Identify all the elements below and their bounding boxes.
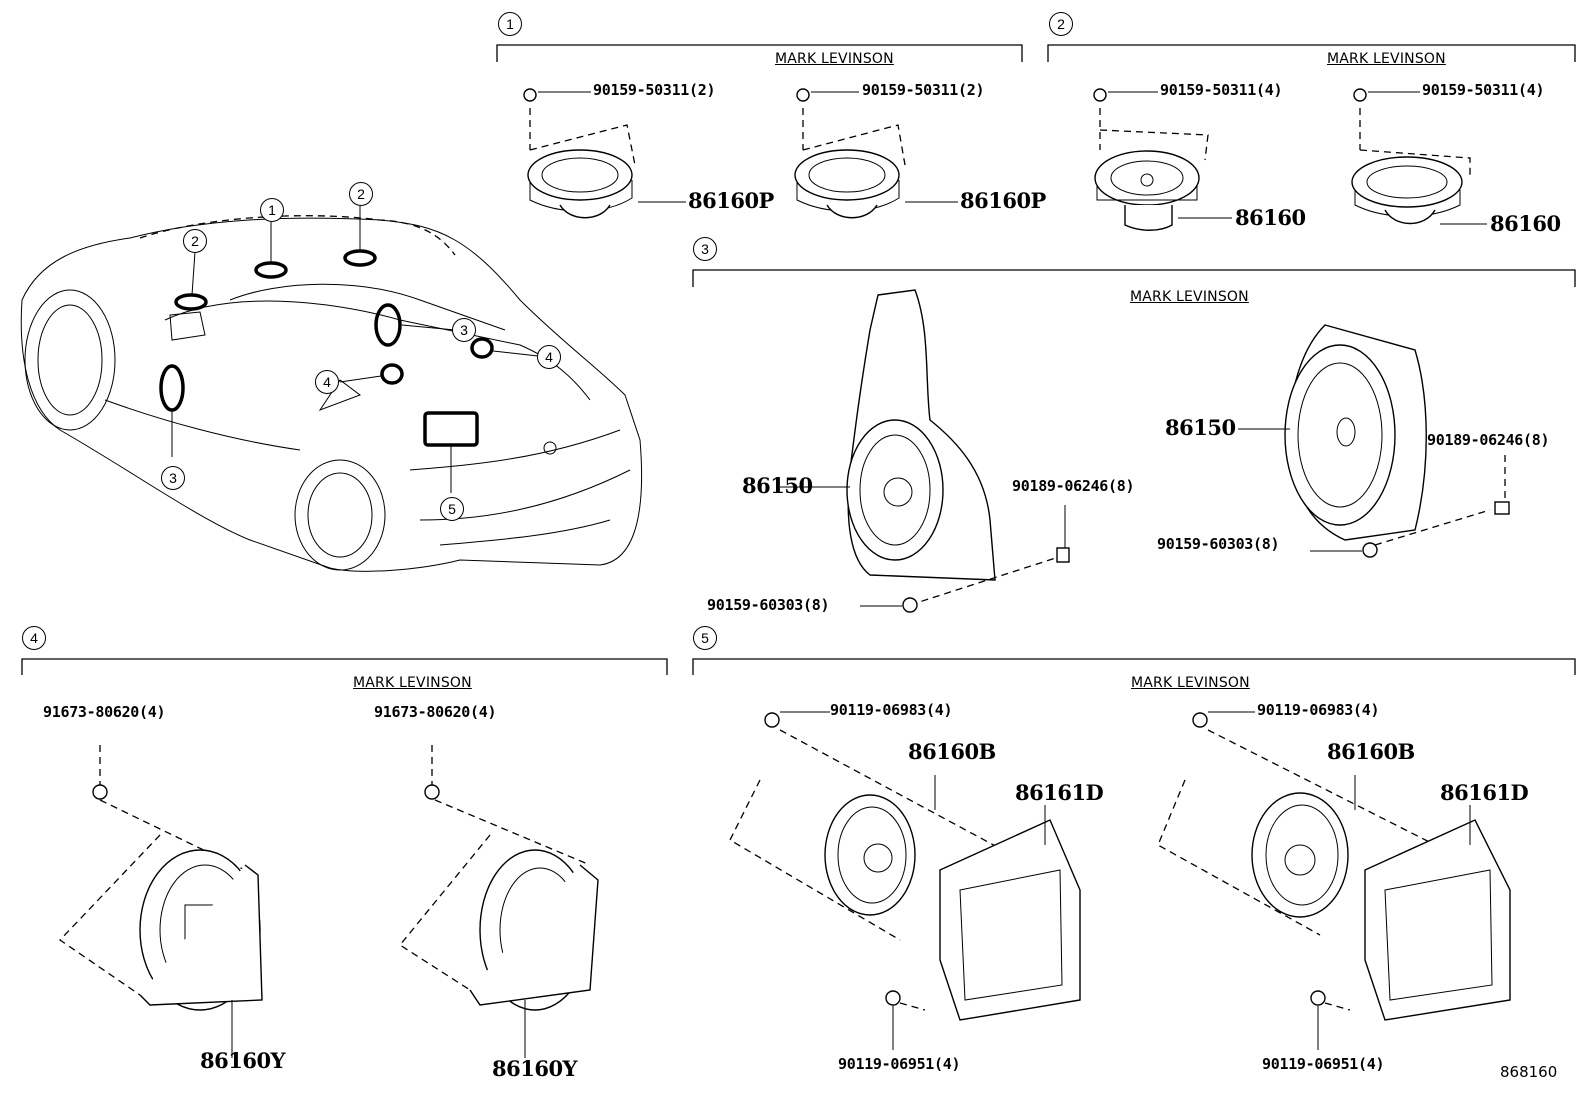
group-2-bracket (1047, 44, 1576, 62)
g5-assembly-a (729, 711, 1081, 1050)
group-5-title: MARK LEVINSON (1131, 675, 1250, 691)
group-2-title: MARK LEVINSON (1327, 51, 1446, 67)
group-4-title: MARK LEVINSON (353, 675, 472, 691)
car-callout-2a: 2 (349, 182, 373, 206)
part-label: 90119-06951(4) (1262, 1055, 1385, 1073)
part-label: 86150 (1165, 415, 1236, 440)
g2-speaker-a (1094, 108, 1232, 231)
part-label: 90159-50311(2) (862, 81, 985, 99)
group-4-bracket (21, 658, 668, 675)
part-label: 90189-06246(8) (1427, 431, 1550, 449)
part-label: 90159-60303(8) (707, 596, 830, 614)
part-label: 86161D (1440, 780, 1529, 805)
ring-3b (159, 364, 185, 412)
group-3-title: MARK LEVINSON (1130, 289, 1249, 305)
g3-woofer-b (1238, 324, 1510, 558)
ring-4b (380, 363, 404, 385)
g4-speaker-b (399, 745, 599, 1058)
group-2-number: 2 (1049, 12, 1073, 36)
g1-speaker-a (527, 108, 686, 219)
part-label: 86160P (960, 188, 1046, 213)
part-label: 86150 (742, 473, 813, 498)
part-label: 86160B (1327, 739, 1415, 764)
part-label: 86160B (908, 739, 996, 764)
ring-3a (374, 303, 402, 347)
ring-2a (343, 249, 377, 267)
car-callout-2b: 2 (183, 229, 207, 253)
car-callout-3b: 3 (161, 466, 185, 490)
group-4-number: 4 (22, 626, 46, 650)
part-label: 90159-50311(4) (1160, 81, 1283, 99)
group-5-number: 5 (693, 626, 717, 650)
part-label: 86160 (1490, 211, 1561, 236)
part-label: 90189-06246(8) (1012, 477, 1135, 495)
car-callout-3a: 3 (452, 318, 476, 342)
ring-4a (470, 337, 494, 359)
group-3-number: 3 (693, 237, 717, 261)
part-label: 91673-80620(4) (43, 703, 166, 721)
group-1-title: MARK LEVINSON (775, 51, 894, 67)
g4-speaker-a (59, 745, 263, 1058)
group-5-bracket (692, 658, 1576, 675)
g1-g2-screws (523, 88, 1420, 102)
car-callout-4b: 4 (315, 370, 339, 394)
part-label: 86161D (1015, 780, 1104, 805)
group-3-bracket (692, 269, 1576, 287)
g3-woofer-a (780, 289, 1070, 613)
part-label: 90159-50311(4) (1422, 81, 1545, 99)
part-label: 90119-06983(4) (1257, 701, 1380, 719)
car-callout-5: 5 (440, 497, 464, 521)
figure-code: 868160 (1500, 1063, 1558, 1081)
group-1-number: 1 (498, 12, 522, 36)
ring-5 (423, 411, 479, 447)
part-label: 86160Y (492, 1056, 578, 1081)
part-label: 86160Y (200, 1048, 286, 1073)
g1-speaker-b (794, 108, 958, 219)
g2-speaker-b (1351, 108, 1487, 225)
part-label: 90159-60303(8) (1157, 535, 1280, 553)
ring-2b (174, 293, 208, 311)
g5-assembly-b (1157, 711, 1511, 1050)
ring-1 (254, 261, 288, 279)
car-callout-4a: 4 (537, 345, 561, 369)
part-label: 91673-80620(4) (374, 703, 497, 721)
part-label: 86160P (688, 188, 774, 213)
car-illustration (20, 206, 643, 572)
part-label: 90119-06951(4) (838, 1055, 961, 1073)
part-label: 86160 (1235, 205, 1306, 230)
part-label: 90119-06983(4) (830, 701, 953, 719)
car-callout-1: 1 (260, 198, 284, 222)
group-1-bracket (496, 44, 1023, 62)
part-label: 90159-50311(2) (593, 81, 716, 99)
